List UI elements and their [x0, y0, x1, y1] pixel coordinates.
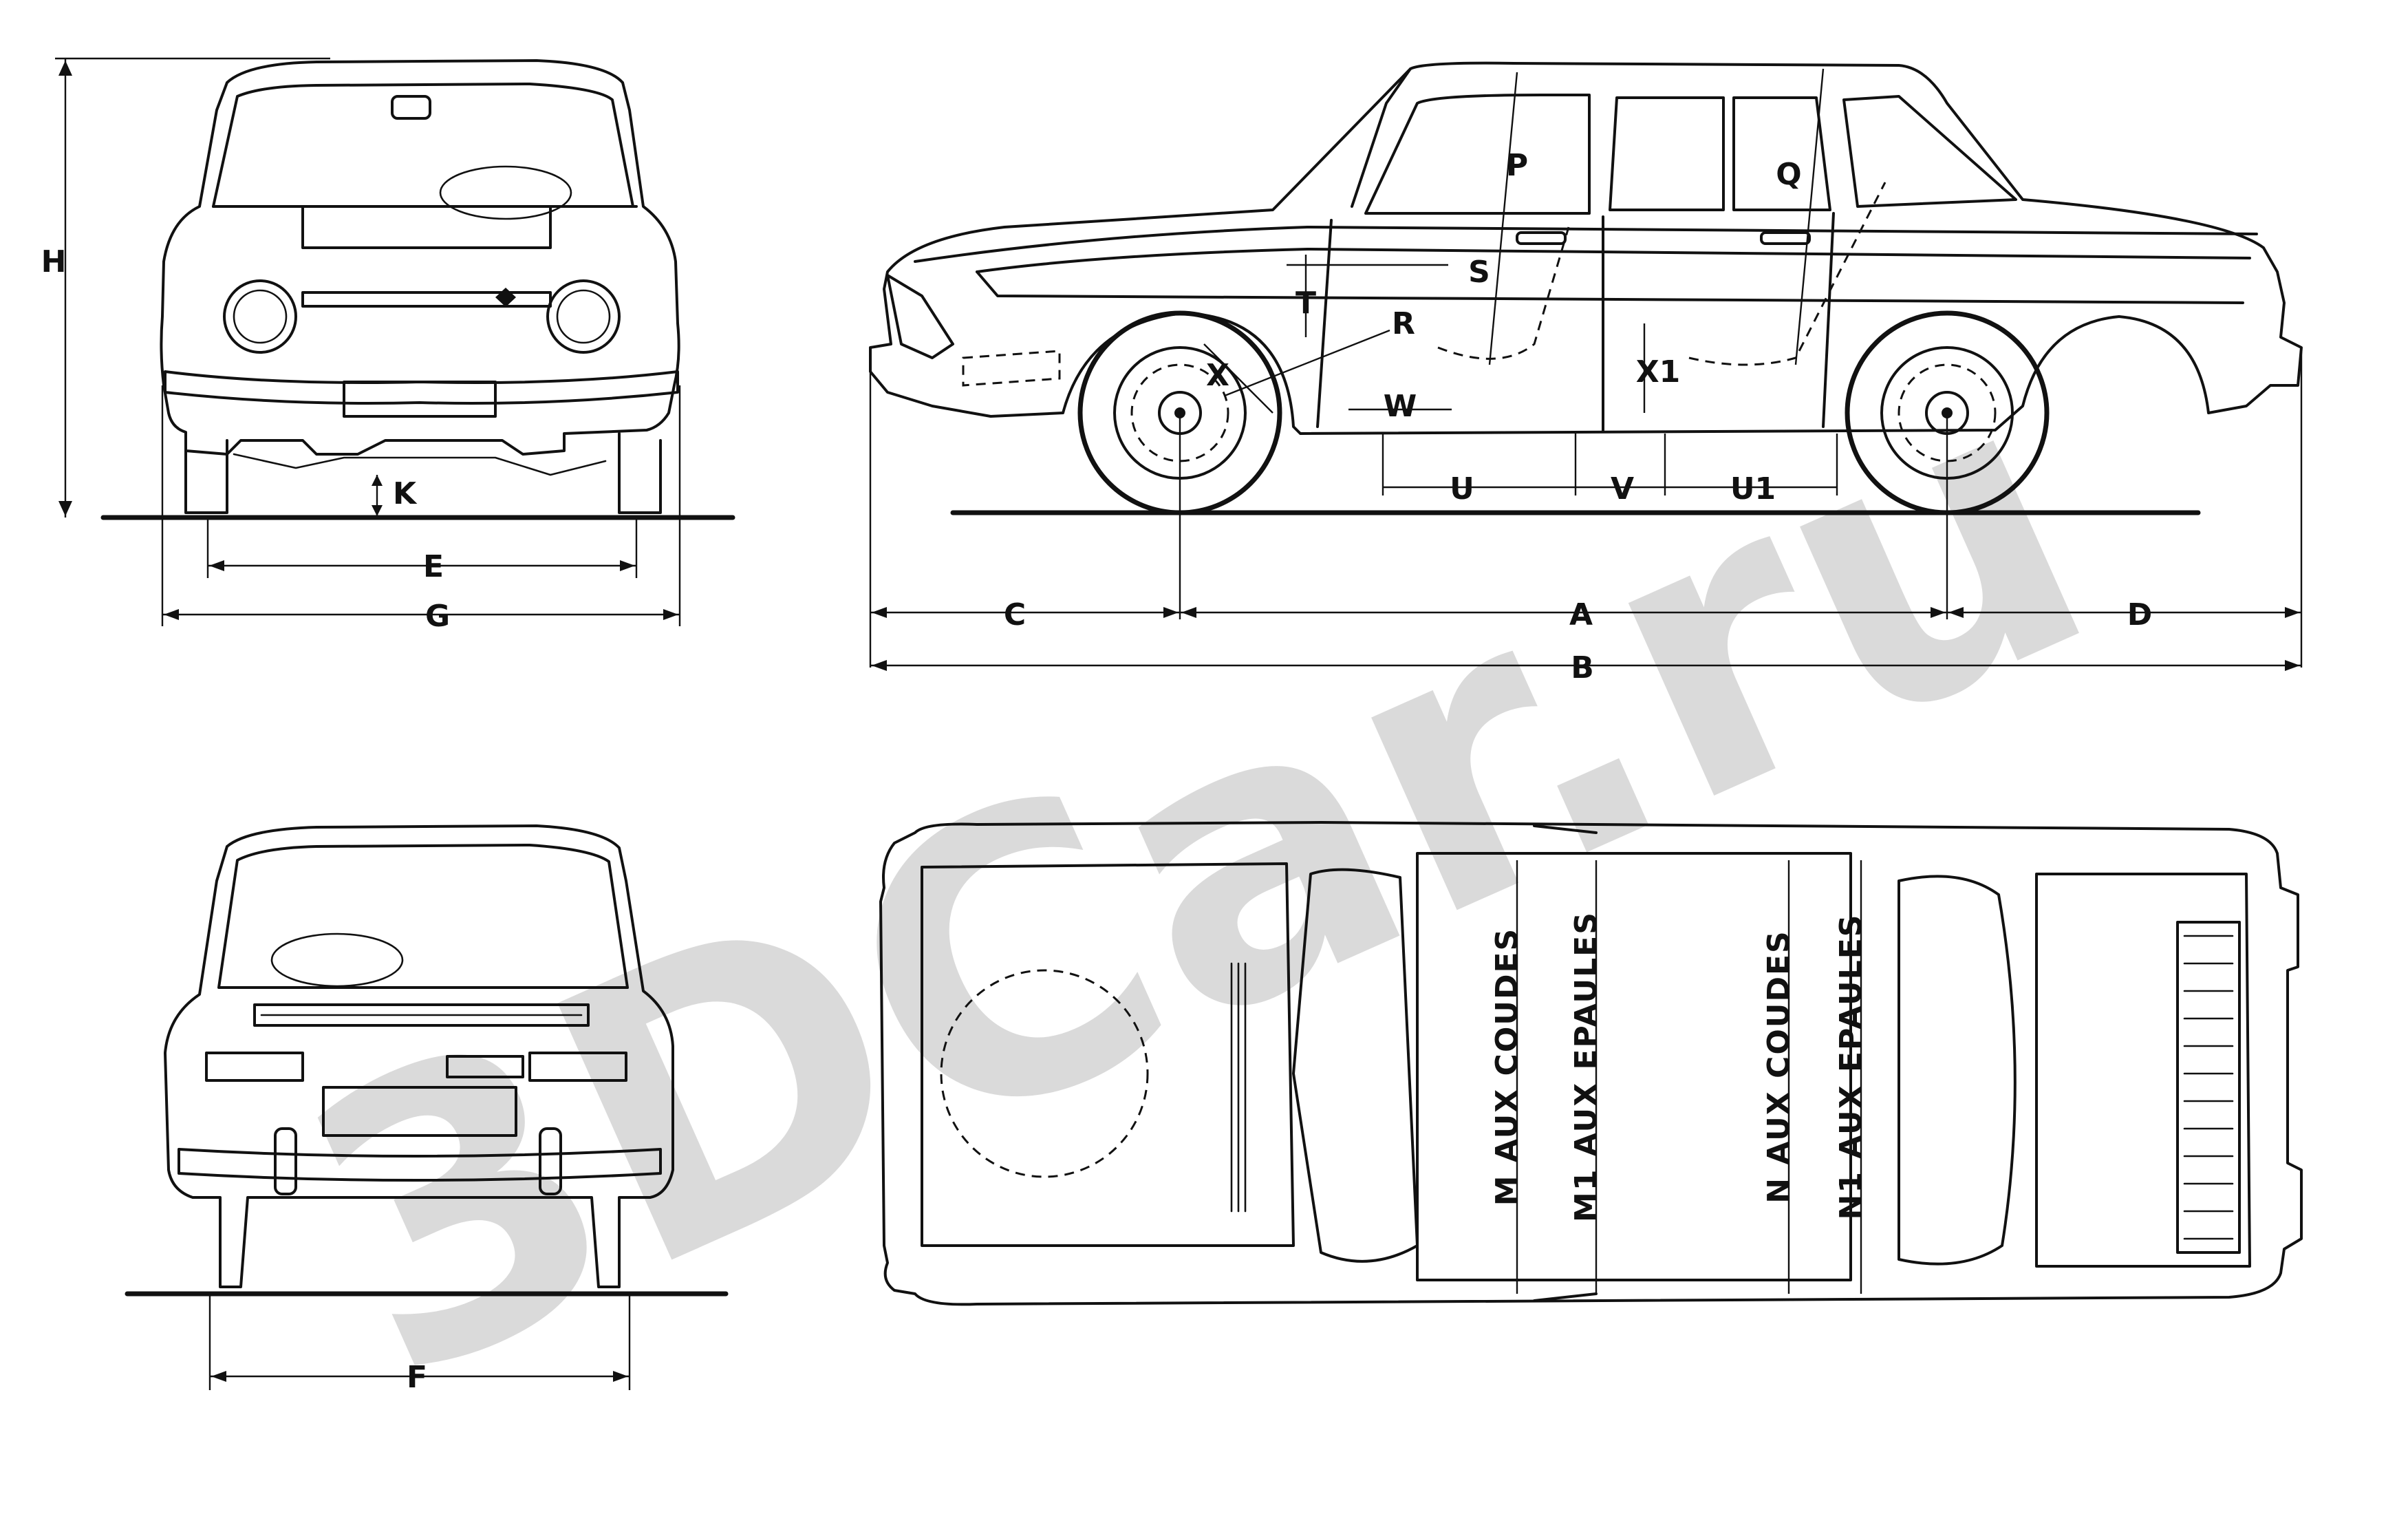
grille [301, 291, 552, 308]
rear-track-label: F [407, 1360, 427, 1395]
r-label: R [1392, 306, 1415, 341]
right-overrider [539, 1127, 562, 1195]
side-headlight [886, 274, 954, 359]
front-right-tire [618, 432, 662, 514]
steering-wheel [439, 165, 572, 220]
front-track-label: E [423, 549, 444, 584]
rear-body-outline [164, 824, 674, 1288]
spare-wheel [940, 969, 1149, 1178]
top-body-outline [879, 821, 2303, 1306]
front-left-tire [184, 432, 228, 514]
front-windshield [212, 83, 634, 208]
q-label: Q [1776, 157, 1801, 192]
front-overhang-label: C [1004, 597, 1026, 632]
front-bumper [164, 370, 679, 405]
roof-panel [1416, 852, 1852, 1281]
front-vent [2176, 921, 2241, 1254]
n1-label: N1 AUX EPAULES [1834, 914, 1869, 1220]
front-door-edge [1316, 219, 1333, 428]
right-mirror-top [1533, 1292, 1598, 1302]
q-dimension [1794, 68, 1825, 365]
badge-icon [495, 288, 516, 307]
rear-steering-wheel [270, 932, 404, 988]
rear-door-handle [1760, 231, 1811, 245]
front-body-outline [160, 59, 680, 456]
rear-license-plate [322, 1086, 517, 1137]
front-hood [2035, 873, 2251, 1268]
top-view: M AUX COUDES M1 AUX EPAULES N AUX COUDES… [879, 821, 2303, 1306]
rear-door-edge [1822, 212, 1835, 428]
m1-label: M1 AUX EPAULES [1569, 911, 1604, 1222]
a-pillar [1351, 67, 1412, 208]
p-label: P [1506, 148, 1528, 183]
windshield-top [1898, 875, 2017, 1266]
v-label: V [1611, 471, 1634, 507]
height-label: H [41, 244, 67, 279]
u1-label: U1 [1730, 471, 1776, 507]
length-label: B [1571, 650, 1594, 685]
w-label: W [1384, 389, 1417, 424]
rear-quarter-window [1732, 96, 1831, 211]
clearance-label: K [393, 476, 418, 511]
rear-window-side [1842, 95, 2017, 208]
x-label: X [1206, 358, 1229, 393]
rear-view: F [125, 824, 729, 1395]
hood [212, 205, 638, 249]
rear-deck [921, 862, 1295, 1247]
side-view: P Q S T R X W X1 U V U1 C A [869, 61, 2303, 685]
rear-vent [253, 1003, 590, 1027]
front-door-window [1364, 94, 1591, 215]
rear-door-window [1609, 96, 1725, 211]
rear-window [217, 844, 629, 989]
x1-label: X1 [1636, 354, 1681, 390]
rear-view-mirror [391, 95, 431, 120]
width-label: G [425, 599, 450, 634]
s-label: S [1468, 255, 1490, 290]
front-door-handle [1516, 231, 1567, 245]
rear-bumper [178, 1148, 662, 1182]
left-tail-light [205, 1052, 304, 1082]
p-dimension [1488, 72, 1518, 365]
left-mirror-top [1533, 824, 1598, 834]
m-label: M AUX COUDES [1490, 928, 1525, 1206]
t-label: T [1296, 286, 1316, 321]
wheelbase-label: A [1569, 597, 1593, 632]
left-overrider [274, 1127, 297, 1195]
right-headlight [546, 279, 621, 354]
rear-badge [446, 1055, 524, 1078]
license-plate [343, 381, 497, 418]
rear-overhang-label: D [2127, 597, 2153, 632]
u-label: U [1450, 471, 1474, 507]
left-headlight [223, 279, 297, 354]
n-label: N AUX COUDES [1761, 930, 1796, 1204]
front-view: H K E G [41, 57, 735, 634]
right-tail-light [528, 1052, 627, 1082]
